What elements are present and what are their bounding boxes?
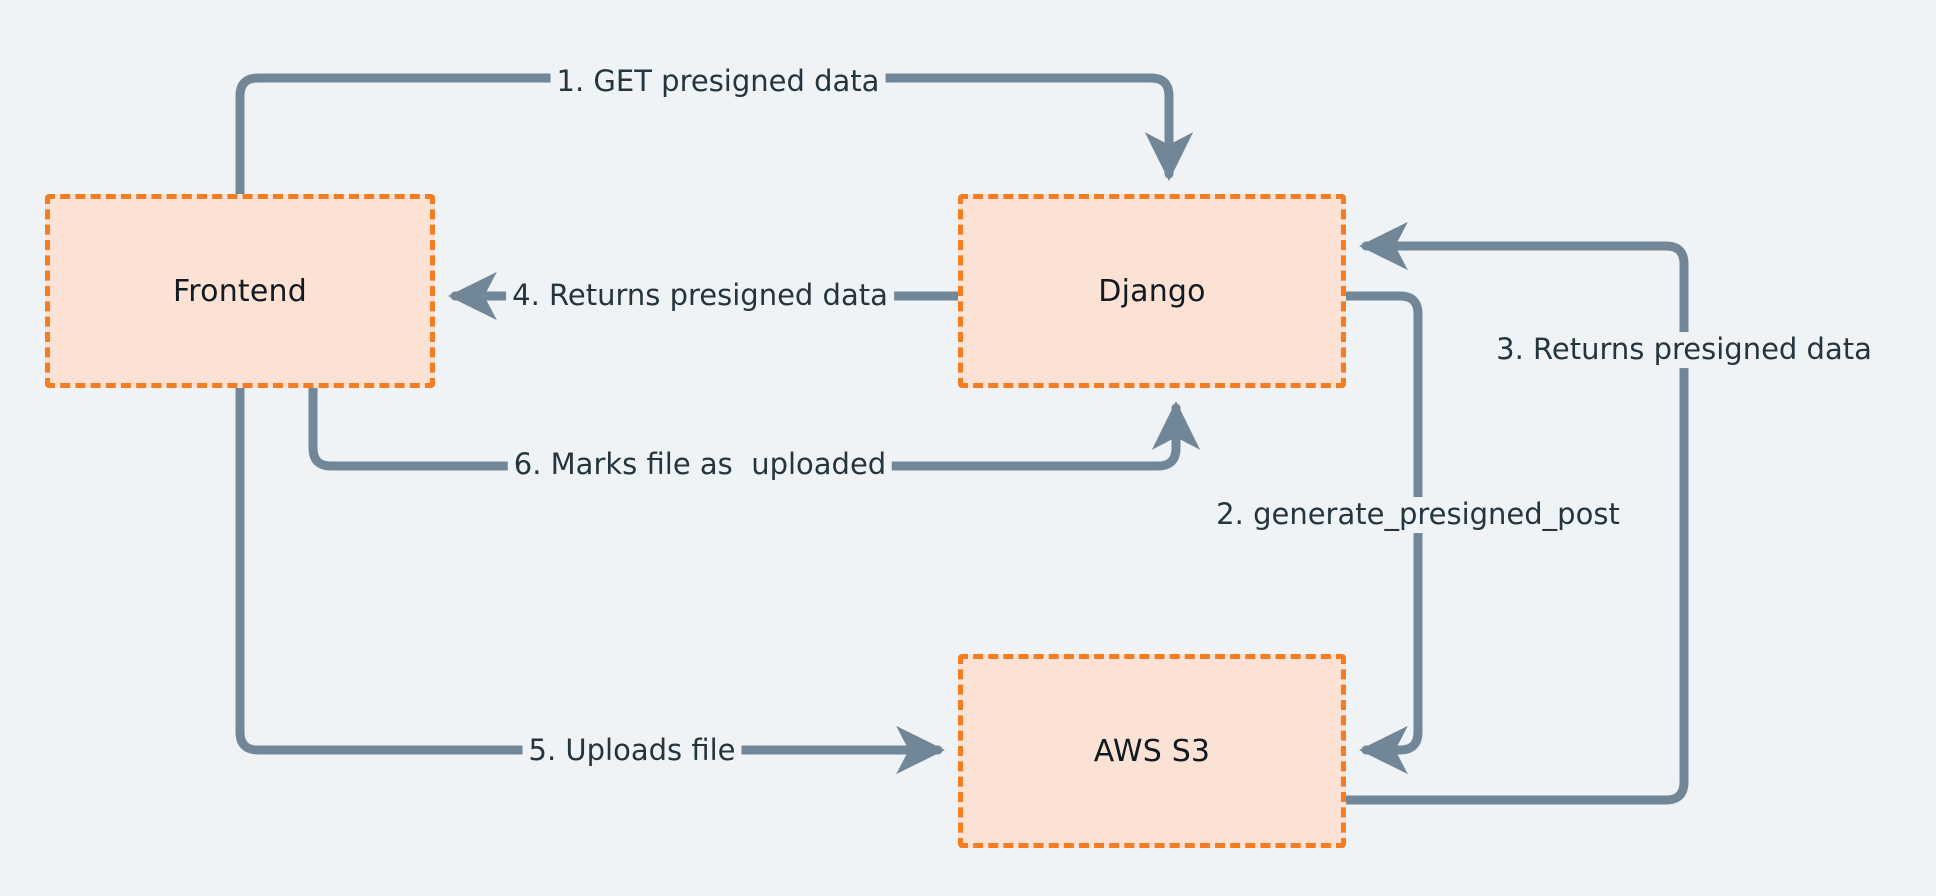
- edge-5-connector: [235, 383, 945, 775]
- edge-3-label: 3. Returns presigned data: [1490, 332, 1878, 368]
- node-aws-s3[interactable]: AWS S3: [958, 654, 1346, 848]
- node-django-label: Django: [1098, 273, 1206, 309]
- edge-5-label: 5. Uploads file: [522, 733, 742, 769]
- node-aws-s3-label: AWS S3: [1093, 733, 1211, 769]
- node-frontend[interactable]: Frontend: [45, 194, 435, 388]
- node-django[interactable]: Django: [958, 194, 1346, 388]
- node-frontend-label: Frontend: [173, 273, 307, 309]
- edge-6-label: 6. Marks file as uploaded: [507, 447, 893, 483]
- edge-4-label: 4. Returns presigned data: [506, 278, 894, 314]
- edge-1-label: 1. GET presigned data: [550, 64, 886, 100]
- edge-3-connector: [1341, 221, 1689, 805]
- edge-2-label: 2. generate_presigned_post: [1210, 497, 1626, 533]
